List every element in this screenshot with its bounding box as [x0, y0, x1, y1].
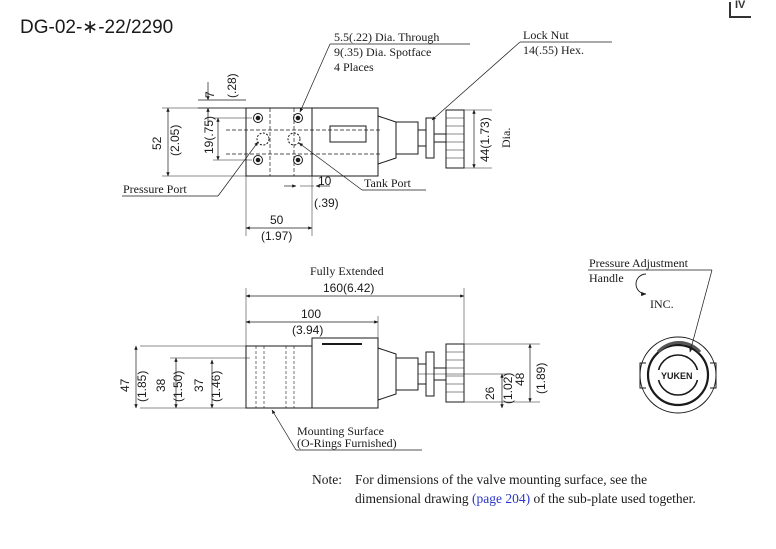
dim-48-in: (1.89) — [534, 363, 548, 394]
mounting-holes — [253, 113, 303, 165]
handle-side — [445, 343, 465, 403]
handle-front-view — [588, 269, 717, 414]
dim-50-in: (1.97) — [261, 229, 292, 243]
handle-top — [445, 109, 465, 169]
pressure-port-label: Pressure Port — [123, 182, 187, 196]
dim-37: 37 — [192, 378, 206, 392]
inc-label: INC. — [650, 297, 674, 311]
dim-19: 19(.75) — [202, 116, 216, 154]
hole-callout-3: 4 Places — [334, 60, 374, 74]
pressure-port-circle — [256, 132, 270, 146]
dim-dia: Dia. — [499, 128, 513, 148]
dim-47: 47 — [118, 378, 132, 392]
o-rings-label: (O-Rings Furnished) — [297, 436, 397, 450]
page-204-link[interactable]: (page 204) — [471, 491, 531, 506]
dim-100: 100 — [301, 307, 321, 321]
dim-50: 50 — [270, 213, 284, 227]
dim-52-in: (2.05) — [168, 125, 182, 156]
note-prefix: Note: — [312, 472, 342, 487]
dim-48: 48 — [513, 372, 527, 386]
dim-26-in: (1.02) — [501, 373, 515, 404]
side-view — [134, 288, 540, 451]
dim-52: 52 — [150, 136, 164, 150]
dim-37-in: (1.46) — [209, 371, 223, 402]
page-marker-label: IV — [735, 0, 746, 11]
lock-nut-size: 14(.55) Hex. — [523, 43, 584, 57]
top-view — [122, 41, 612, 236]
lock-nut-label: Lock Nut — [523, 28, 569, 42]
note-block: Note: For dimensions of the valve mounti… — [312, 470, 712, 508]
dim-7-in: (.28) — [225, 73, 239, 98]
dim-38: 38 — [154, 378, 168, 392]
dim-160: 160(6.42) — [323, 281, 374, 295]
fully-extended-label: Fully Extended — [310, 264, 384, 278]
note-text-1: For dimensions of the valve mounting sur… — [355, 472, 648, 506]
note-text-2: of the sub-plate used together. — [530, 491, 696, 506]
page-corner-marker: IV — [729, 0, 751, 18]
dim-10-in: (.39) — [314, 196, 339, 210]
dim-7: 7 — [203, 91, 217, 98]
dim-38-in: (1.50) — [171, 371, 185, 402]
hole-callout-2: 9(.35) Dia. Spotface — [334, 45, 431, 59]
dim-47-in: (1.85) — [135, 371, 149, 402]
tank-port-label: Tank Port — [364, 176, 411, 190]
dim-10: 10 — [318, 174, 332, 188]
mounting-surface-label: Mounting Surface — [297, 424, 384, 438]
dim-44: 44(1.73) — [478, 117, 492, 162]
note-body: For dimensions of the valve mounting sur… — [355, 470, 712, 508]
yuken-logo: YUKEN — [661, 371, 693, 381]
dim-100-in: (3.94) — [292, 323, 323, 337]
tank-port-circle — [287, 132, 301, 146]
page-title: DG-02-∗-22/2290 — [20, 17, 173, 38]
handle-label-1: Pressure Adjustment — [589, 256, 689, 270]
dim-26: 26 — [483, 386, 497, 400]
handle-label-2: Handle — [589, 271, 624, 285]
hole-callout-1: 5.5(.22) Dia. Through — [334, 30, 439, 44]
